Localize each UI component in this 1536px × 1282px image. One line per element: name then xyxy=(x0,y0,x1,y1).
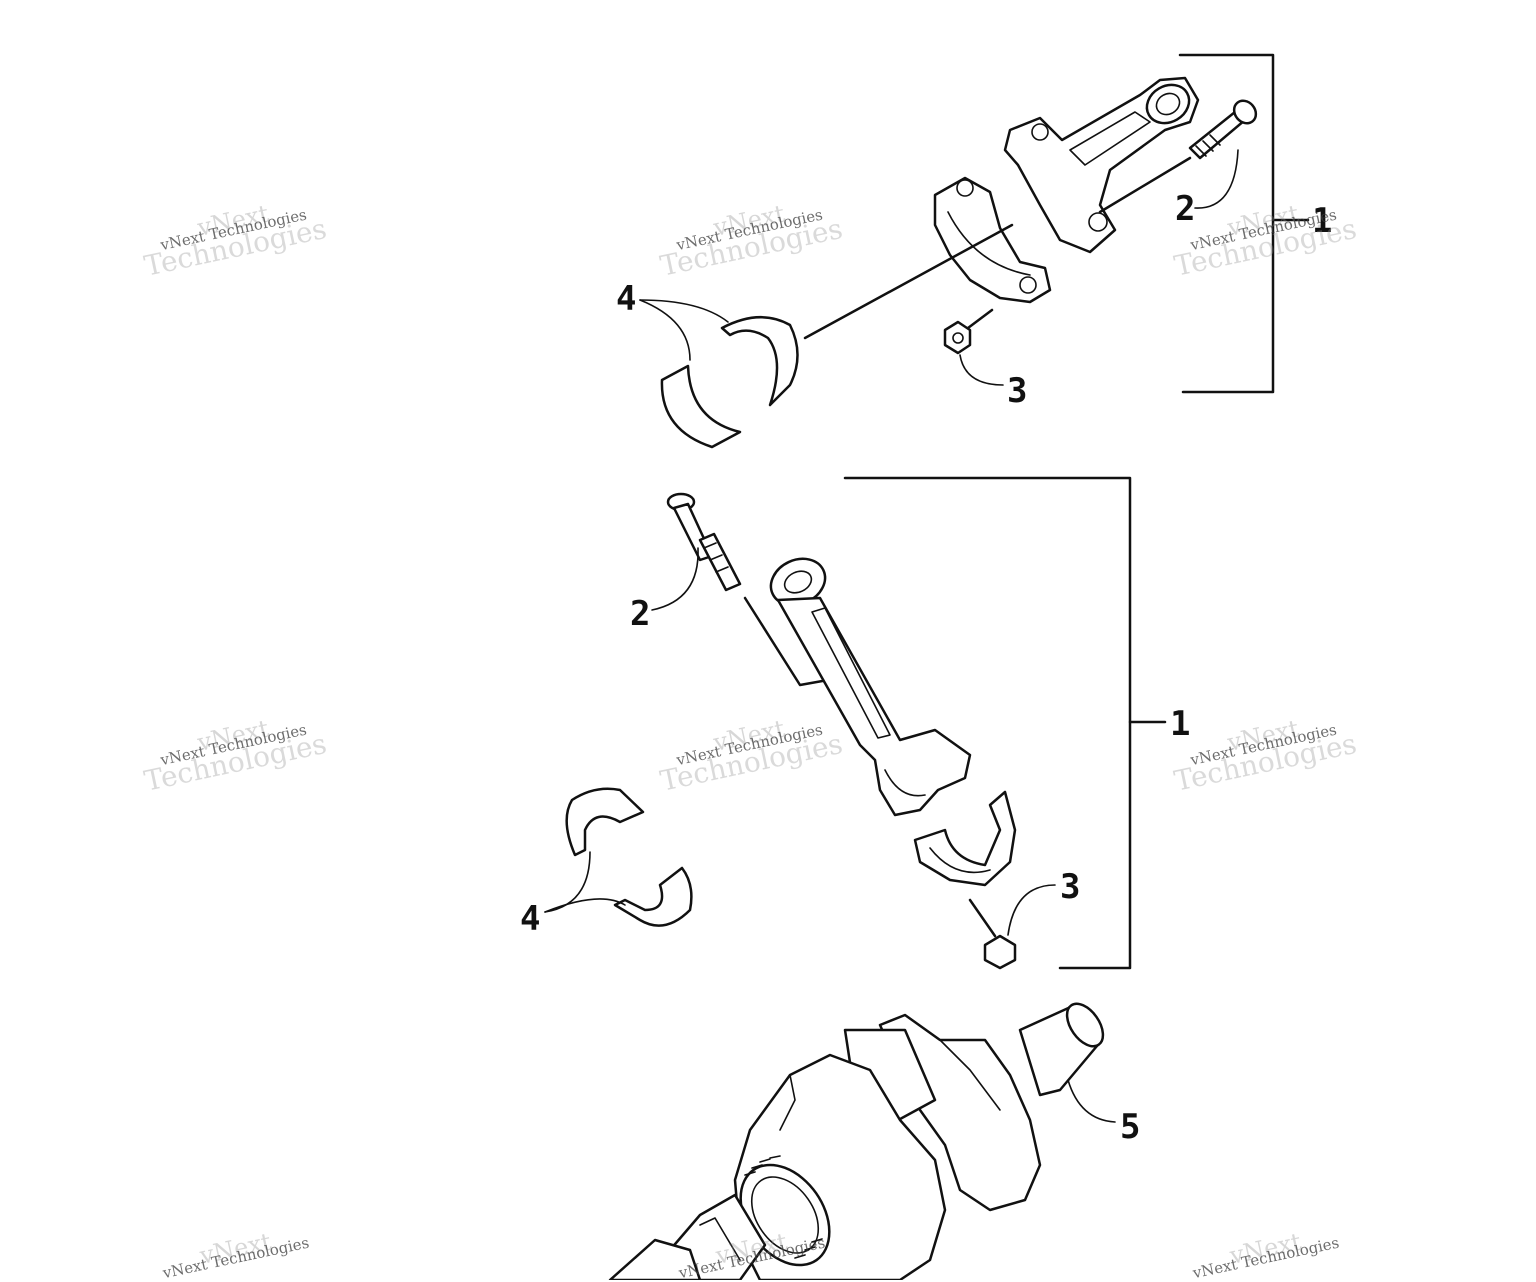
callout-mid-2: 2 xyxy=(630,594,650,634)
mid-rod-nut xyxy=(983,934,1017,970)
mid-connecting-rod xyxy=(769,557,972,817)
leader-top-4a xyxy=(639,299,729,323)
mid-rod-cap xyxy=(913,790,1017,887)
top-assembly: 1 2 3 4 xyxy=(616,53,1332,449)
callout-crank-5: 5 xyxy=(1120,1107,1140,1147)
top-bracket xyxy=(1178,53,1275,394)
crankshaft: 5 xyxy=(608,1002,1140,1280)
mid-bearing-shells xyxy=(565,787,693,927)
mid-nut-axis xyxy=(968,898,997,938)
top-bearing-shells xyxy=(660,315,799,449)
callout-mid-4: 4 xyxy=(520,899,540,939)
callout-top-2: 2 xyxy=(1175,189,1195,229)
leader-mid-2 xyxy=(651,547,699,611)
top-rod-cap xyxy=(933,176,1052,304)
leader-mid-4a xyxy=(544,851,591,913)
leader-mid-4b xyxy=(544,898,626,913)
top-rod-nut xyxy=(943,320,972,355)
leader-top-2 xyxy=(1194,149,1239,209)
leader-crank-5 xyxy=(1067,1079,1116,1123)
callout-top-4: 4 xyxy=(616,279,636,319)
top-connecting-rod xyxy=(1003,76,1200,254)
callout-top-3: 3 xyxy=(1007,371,1027,411)
top-rod-bolt xyxy=(1188,99,1258,160)
leader-top-4b xyxy=(639,299,691,361)
leader-mid-3 xyxy=(1007,884,1056,936)
callout-mid-1: 1 xyxy=(1170,704,1190,744)
callout-top-1: 1 xyxy=(1312,201,1332,241)
mid-rod-bolt xyxy=(666,492,742,592)
top-bolt-axis xyxy=(1098,156,1192,214)
callout-mid-3: 3 xyxy=(1060,867,1080,907)
top-nut-axis xyxy=(966,308,994,330)
middle-assembly: 1 2 3 4 xyxy=(520,476,1190,970)
top-bearing-axis xyxy=(803,223,1014,340)
leader-top-3 xyxy=(959,354,1004,386)
